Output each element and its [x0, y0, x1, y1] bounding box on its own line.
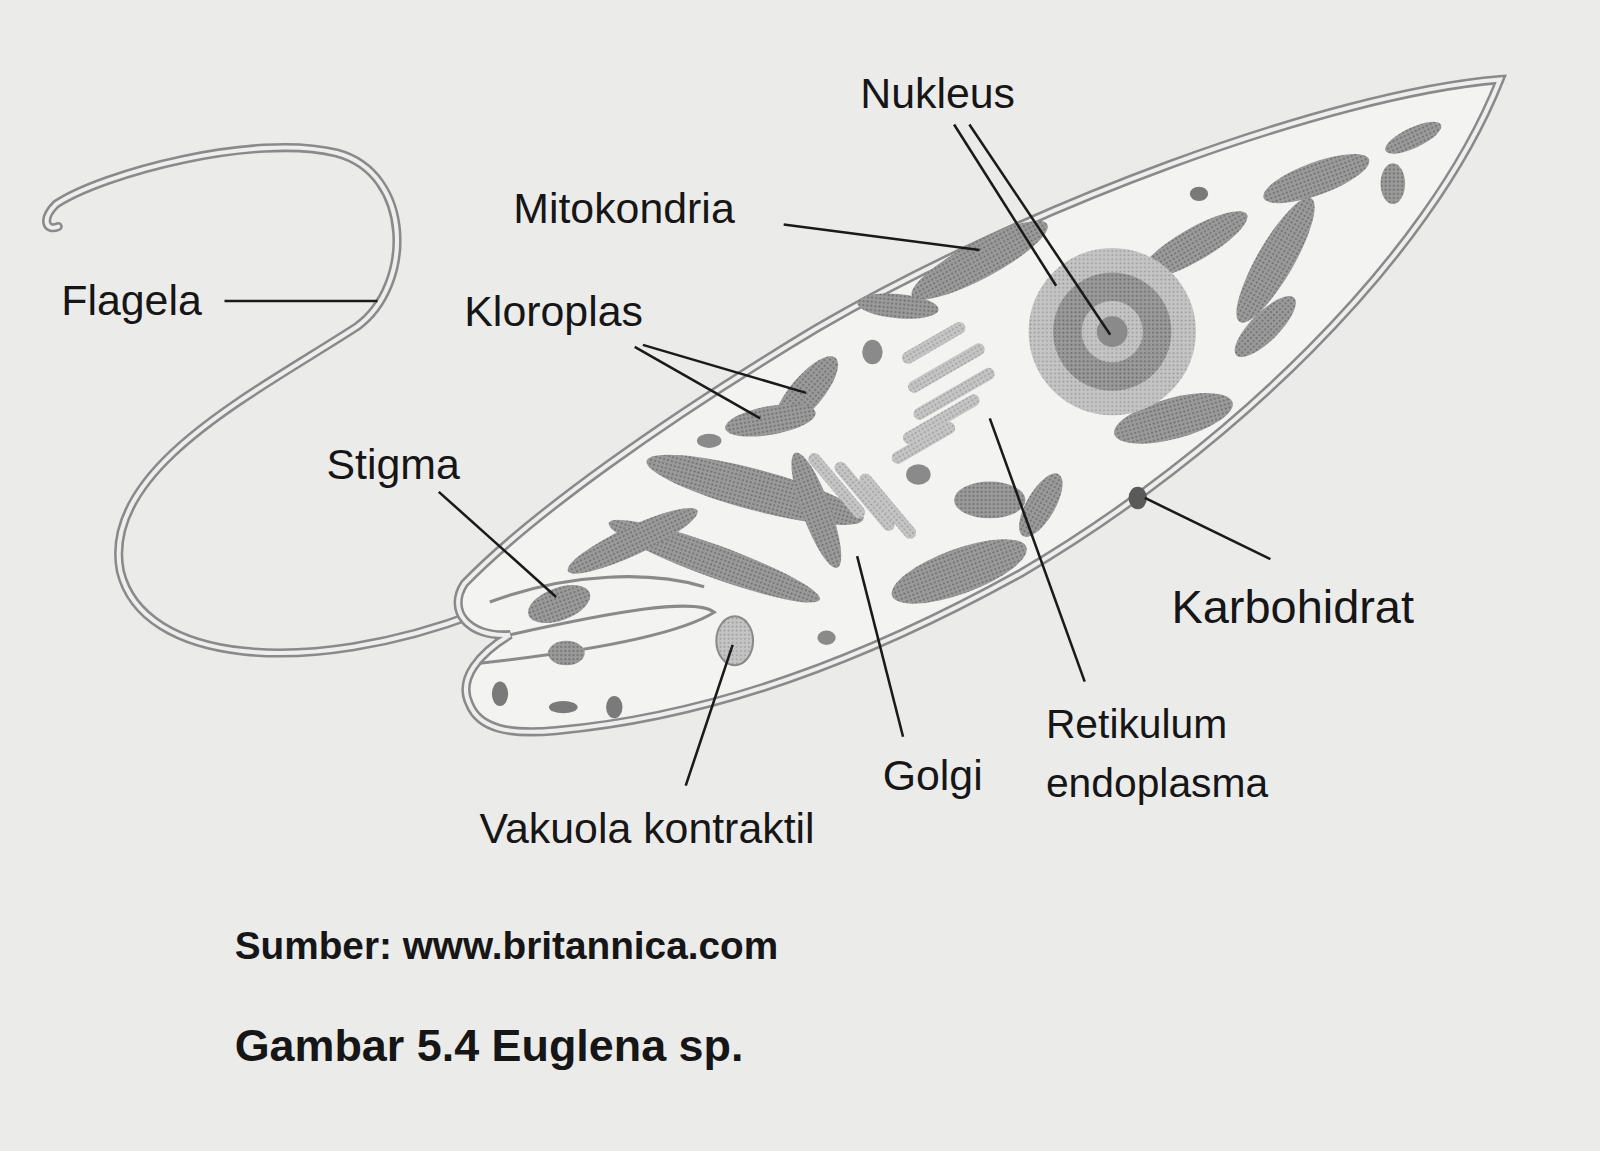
organelle-label: Kloroplas — [464, 286, 643, 337]
organelle-label: Mitokondria — [513, 183, 734, 234]
organelle-label: Retikulum endoplasma — [1046, 695, 1313, 813]
organelle-label: Flagela — [61, 275, 202, 326]
figure-caption: Gambar 5.4 Euglena sp. — [235, 1019, 744, 1073]
source-note: Sumber: www.britannica.com — [235, 923, 779, 970]
organelles — [492, 116, 1445, 719]
organelle-label: Vakuola kontraktil — [480, 803, 815, 854]
organelle-label: Stigma — [327, 439, 460, 490]
organelle-label: Karbohidrat — [1171, 579, 1414, 635]
flagellum — [47, 148, 480, 653]
leader-lines — [225, 124, 1271, 785]
organelle-label: Golgi — [883, 750, 983, 801]
organelle-label: Nukleus — [860, 68, 1015, 119]
cell-body — [458, 80, 1500, 732]
